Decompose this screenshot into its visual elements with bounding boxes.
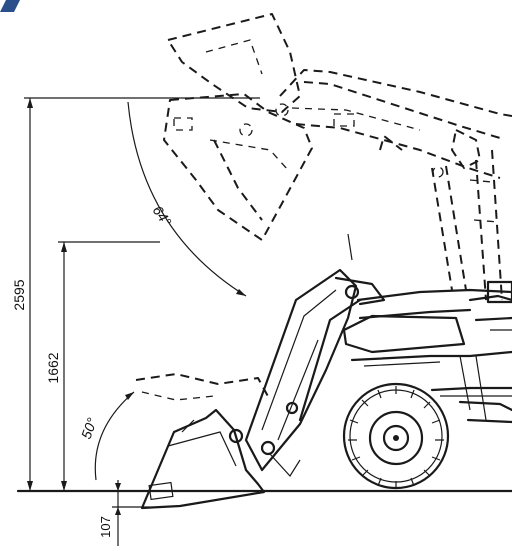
- raised-bucket: [163, 13, 313, 241]
- dimension-mid-height: 1662: [45, 241, 160, 491]
- front-wheel-hub: [382, 424, 410, 452]
- lowered-boom: [244, 233, 386, 477]
- raised-boom: [279, 69, 512, 301]
- tractor: [342, 280, 512, 490]
- dimension-max-height: 2595: [11, 97, 260, 491]
- dimension-max-height-label: 2595: [11, 279, 27, 310]
- front-wheel-rim: [368, 410, 424, 466]
- dimension-mid-height-label: 1662: [45, 352, 61, 383]
- angle-raised: 64°: [127, 101, 247, 297]
- corner-mark: [0, 0, 20, 12]
- dimension-ground-offset-label: 107: [98, 516, 113, 538]
- dimension-ground-offset: 107: [98, 480, 150, 546]
- angle-lowered-label: 50°: [78, 415, 100, 441]
- lowered-bucket: [135, 373, 271, 510]
- angle-lowered: 50°: [78, 391, 135, 481]
